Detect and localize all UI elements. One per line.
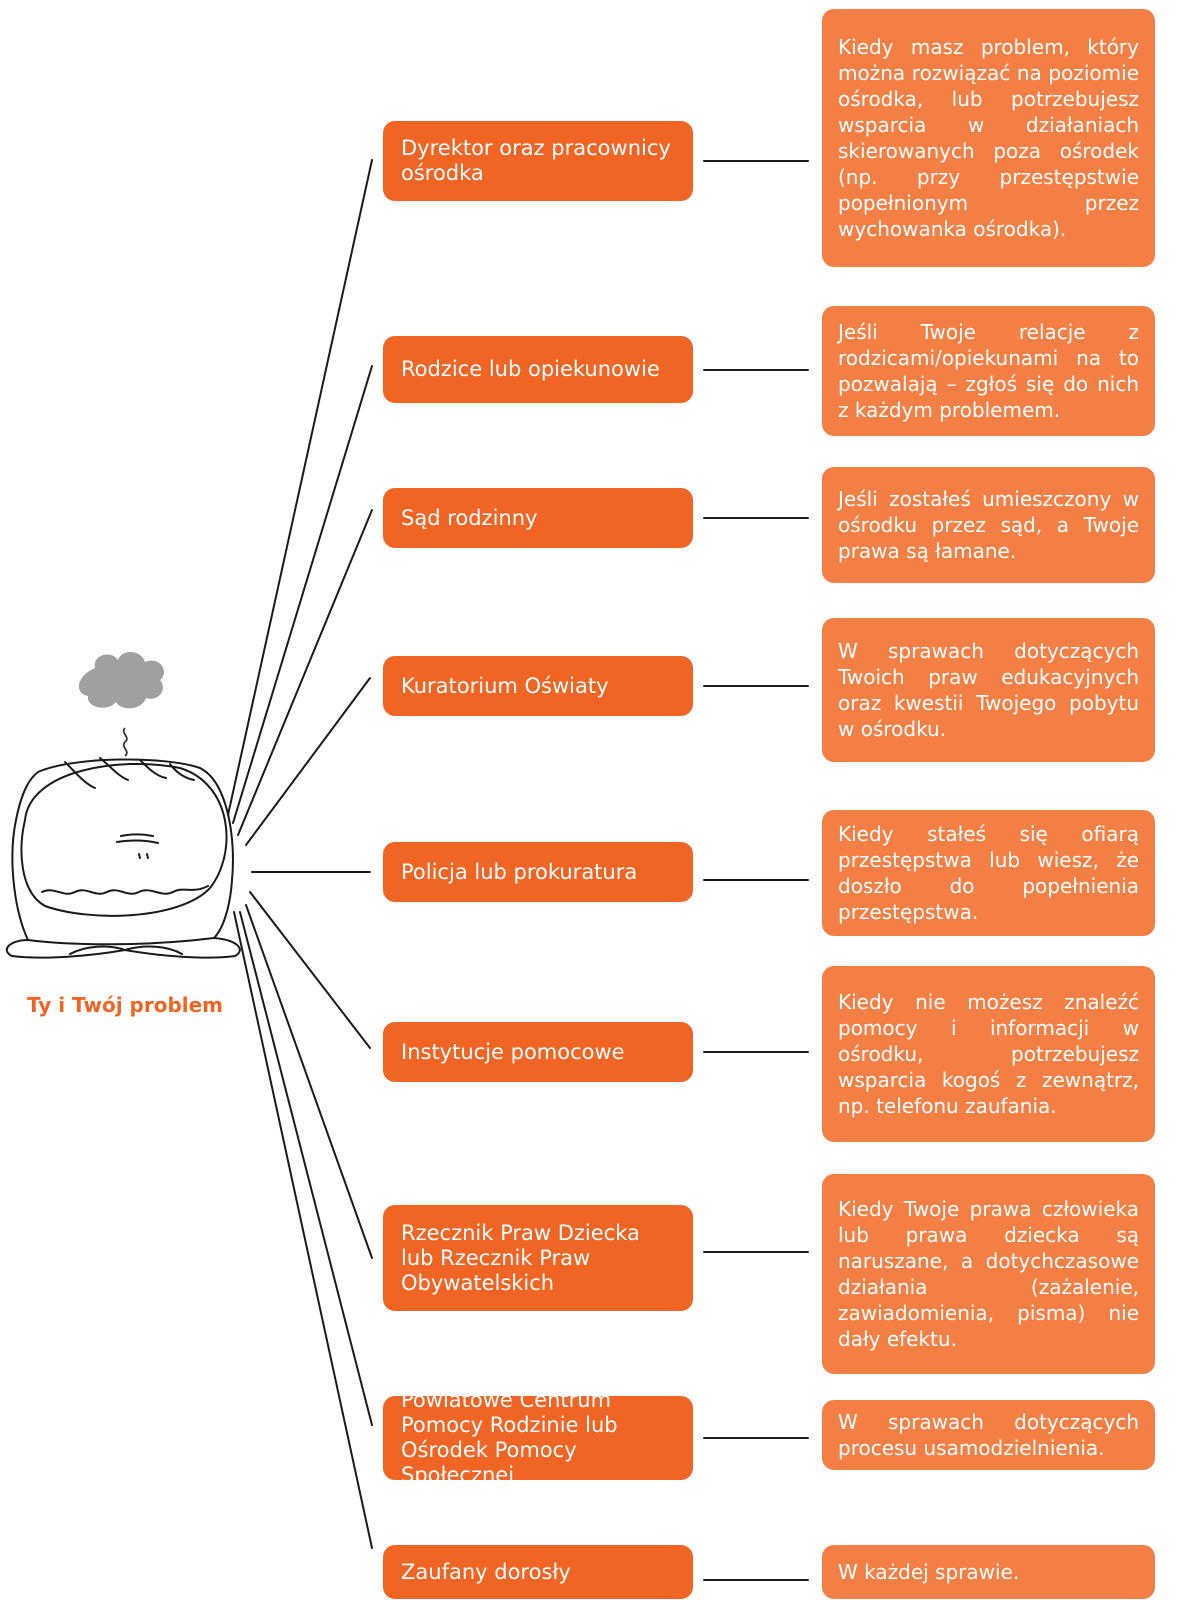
label-box-support-institutions: Instytucje pomocowe	[383, 1022, 693, 1082]
fan-line	[245, 904, 373, 1259]
fan-line	[237, 509, 373, 836]
person-figure-icon	[5, 651, 241, 959]
label-box-trusted-adult: Zaufany dorosły	[383, 1545, 693, 1599]
fan-line	[249, 891, 371, 1049]
description-text: W sprawach dotyczących Twoich praw eduka…	[838, 639, 1139, 741]
label-box-director: Dyrektor oraz pracownicy ośrodka	[383, 121, 693, 201]
description-text: Kiedy Twoje prawa człowieka lub prawa dz…	[838, 1197, 1139, 1351]
description-text: Kiedy masz problem, który można rozwiąza…	[838, 35, 1139, 241]
label-text: Sąd rodzinny	[401, 505, 538, 530]
steam-icon	[122, 727, 128, 757]
description-text: W każdej sprawie.	[838, 1560, 1020, 1584]
description-box-support-institutions: Kiedy nie możesz znaleźć pomocy i inform…	[822, 966, 1155, 1142]
fan-line	[245, 677, 371, 846]
description-box-trusted-adult: W każdej sprawie.	[822, 1545, 1155, 1599]
description-box-social-welfare: W sprawach dotyczących procesu usamodzie…	[822, 1400, 1155, 1470]
description-box-director: Kiedy masz problem, który można rozwiąza…	[822, 9, 1155, 267]
description-text: Jeśli Twoje relacje z rodzicami/opiekuna…	[838, 320, 1139, 422]
description-box-police: Kiedy stałeś się ofiarą przestępstwa lub…	[822, 810, 1155, 936]
label-box-education-office: Kuratorium Oświaty	[383, 656, 693, 716]
worry-cloud-icon	[78, 651, 165, 709]
label-box-family-court: Sąd rodzinny	[383, 488, 693, 548]
label-text: Kuratorium Oświaty	[401, 673, 609, 698]
fan-line	[233, 911, 373, 1549]
label-text: Powiatowe Centrum Pomocy Rodzinie lub Oś…	[401, 1388, 618, 1487]
description-box-education-office: W sprawach dotyczących Twoich praw eduka…	[822, 618, 1155, 762]
label-box-social-welfare: Powiatowe Centrum Pomocy Rodzinie lub Oś…	[383, 1388, 693, 1487]
label-text: Instytucje pomocowe	[401, 1039, 625, 1064]
description-text: Jeśli zostałeś umieszczony w ośrodku prz…	[838, 487, 1139, 563]
description-box-family-court: Jeśli zostałeś umieszczony w ośrodku prz…	[822, 467, 1155, 583]
description-box-ombudsman: Kiedy Twoje prawa człowieka lub prawa dz…	[822, 1174, 1155, 1374]
label-text: Rzecznik Praw Dziecka lub Rzecznik Praw …	[401, 1220, 640, 1295]
label-text: Dyrektor oraz pracownicy ośrodka	[401, 136, 671, 185]
description-text: Kiedy nie możesz znaleźć pomocy i inform…	[838, 990, 1139, 1118]
fan-line	[232, 365, 373, 824]
description-text: Kiedy stałeś się ofiarą przestępstwa lub…	[838, 822, 1139, 924]
label-box-parents: Rodzice lub opiekunowie	[383, 336, 693, 403]
description-box-parents: Jeśli Twoje relacje z rodzicami/opiekuna…	[822, 306, 1155, 436]
description-text: W sprawach dotyczących procesu usamodzie…	[838, 1410, 1139, 1460]
label-text: Rodzice lub opiekunowie	[401, 357, 660, 381]
label-text: Zaufany dorosły	[401, 1559, 571, 1584]
label-box-police: Policja lub prokuratura	[383, 842, 693, 902]
label-text: Policja lub prokuratura	[401, 859, 638, 884]
fan-line	[239, 911, 373, 1426]
fan-line	[227, 159, 373, 816]
person-caption: Ty i Twój problem	[26, 993, 224, 1017]
label-box-ombudsman: Rzecznik Praw Dziecka lub Rzecznik Praw …	[383, 1205, 693, 1311]
